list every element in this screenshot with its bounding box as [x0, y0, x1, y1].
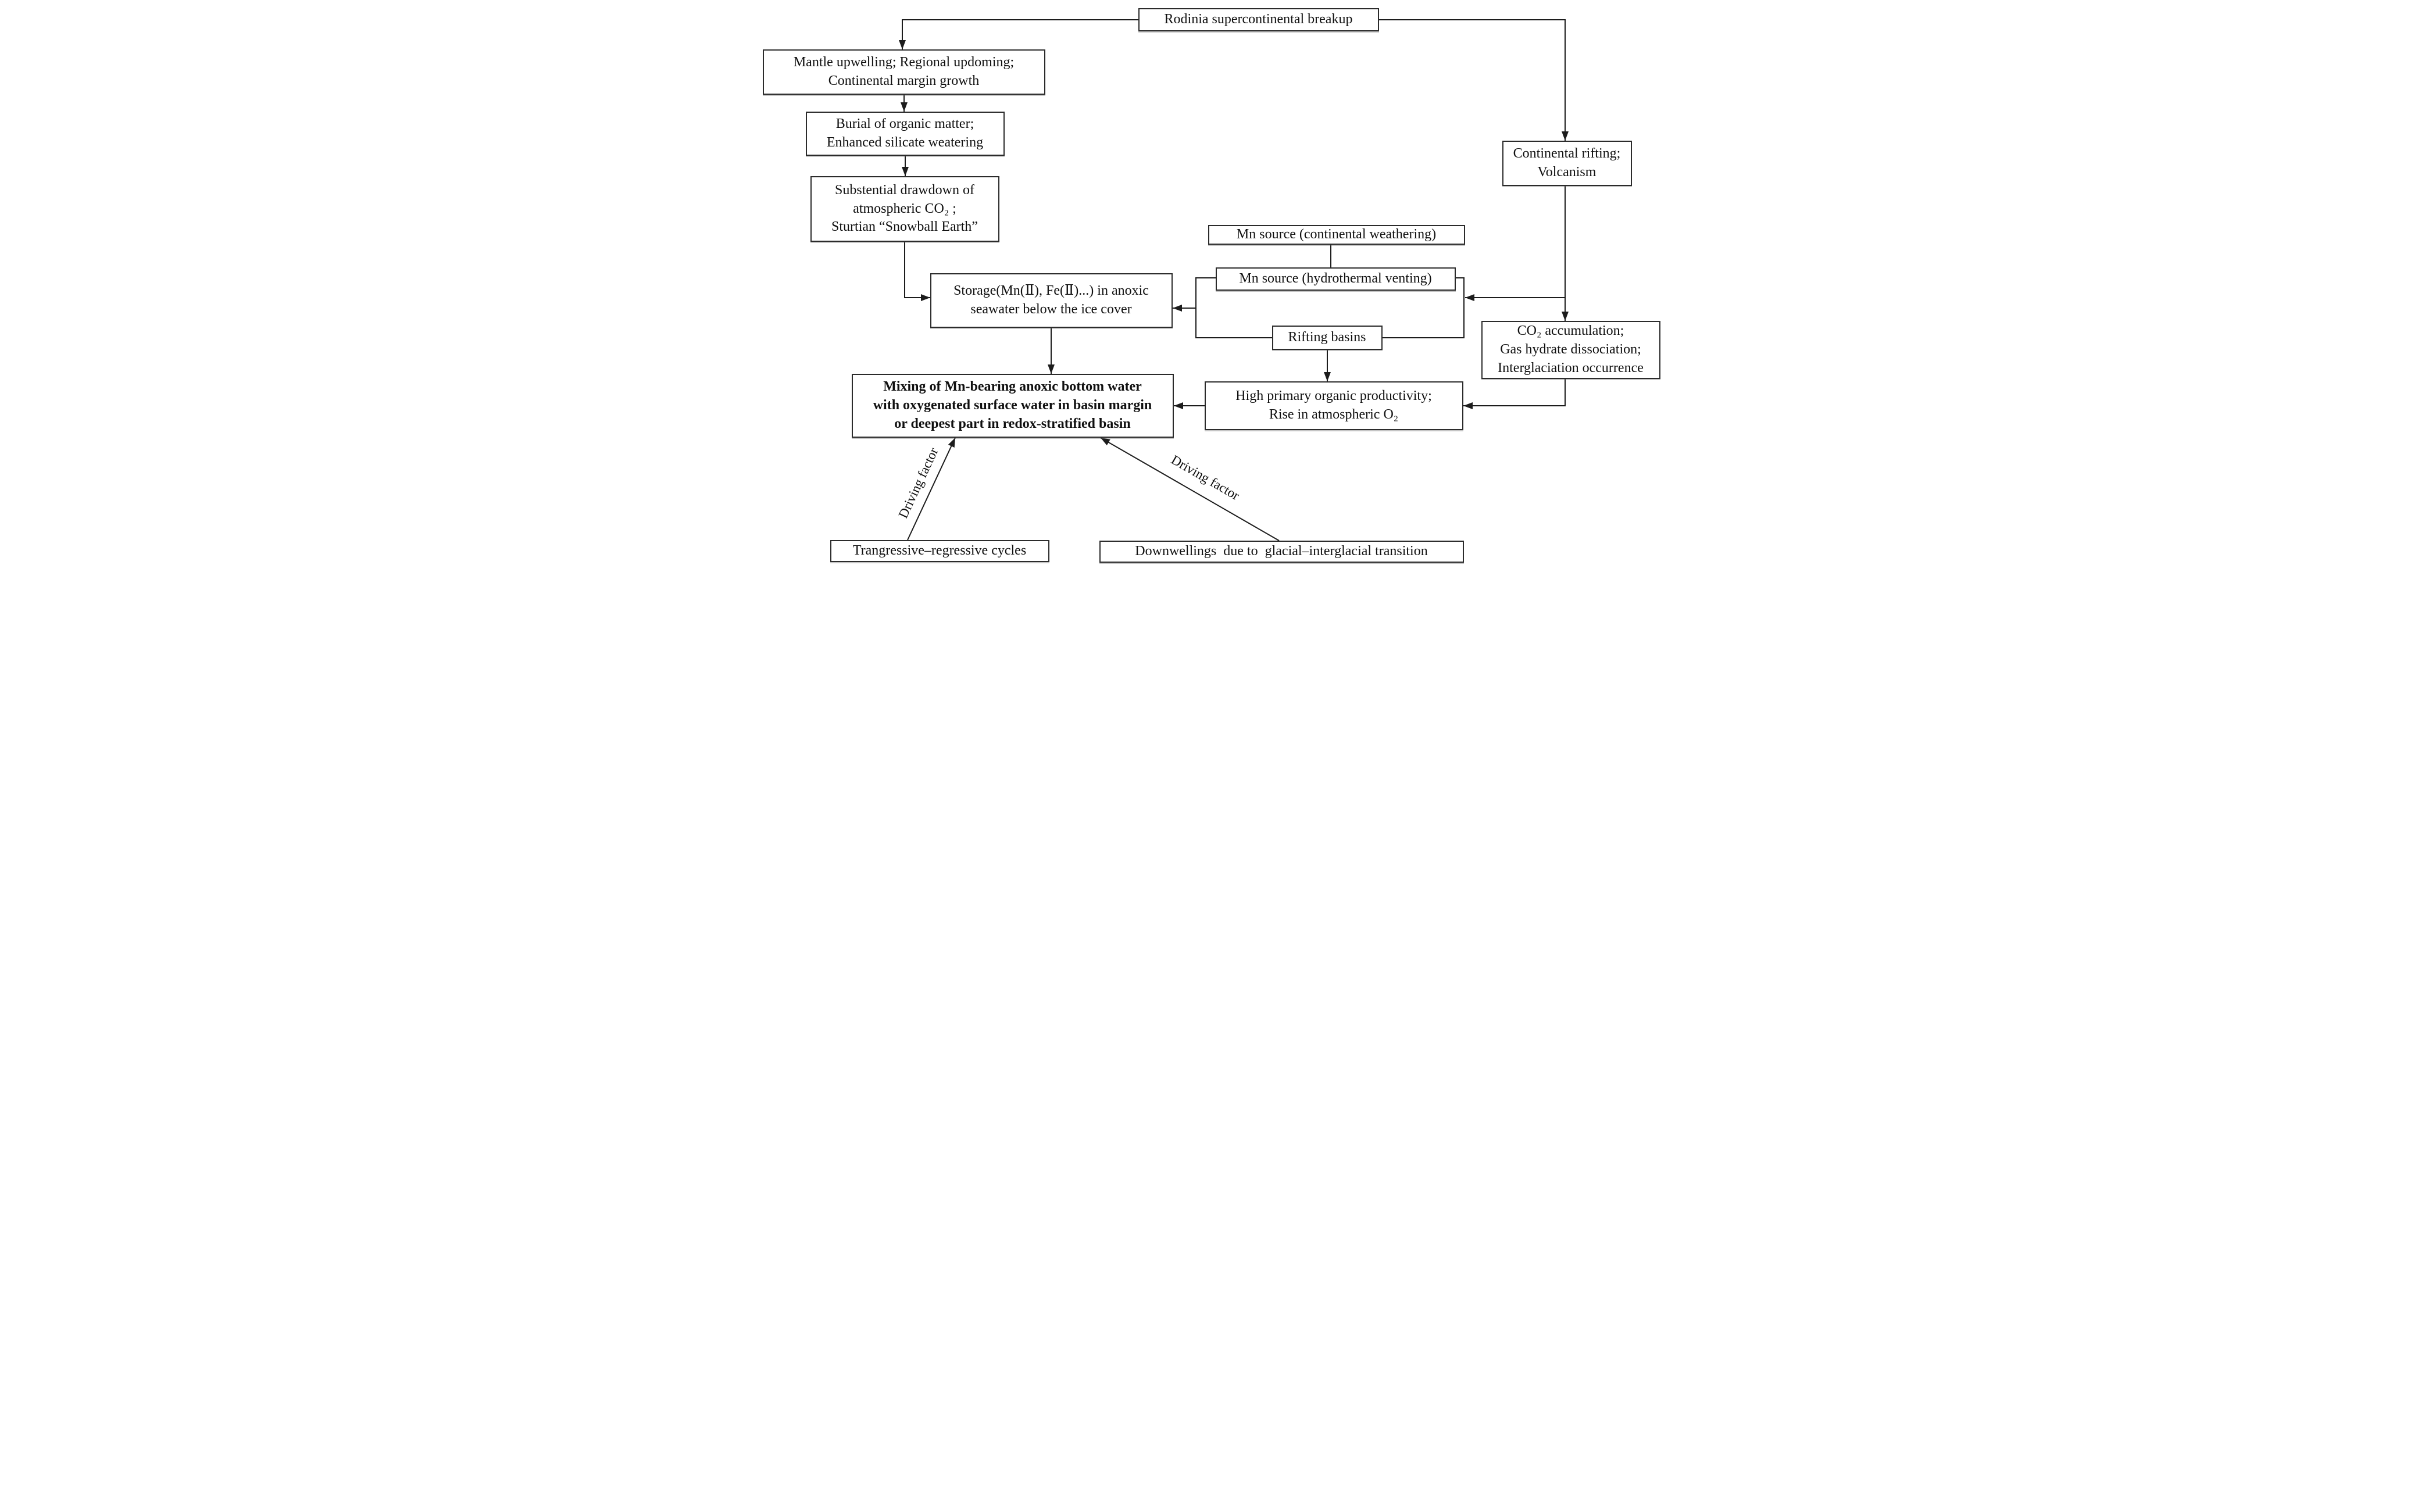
node-label: Sturtian “Snowball Earth” [831, 219, 978, 235]
node-transgressive-regressive-cycles: Trangressive–regressive cycles [830, 540, 1049, 562]
edge-drawdown-to-storage [903, 242, 930, 301]
node-label: Mn source (hydrothermal venting) [1239, 271, 1432, 287]
node-label: Substential drawdown of [835, 182, 974, 198]
node-label: atmospheric CO₂ ; [853, 201, 956, 216]
node-label: Volcanism [1537, 165, 1596, 180]
node-label: with oxygenated surface water in basin m… [873, 398, 1152, 413]
node-label: Burial of organic matter; [835, 116, 974, 132]
node-label: High primary organic productivity; [1235, 388, 1432, 404]
node-continental-rifting-volcanism: Continental rifting; Volcanism [1502, 141, 1632, 186]
node-high-primary-productivity: High primary organic productivity; Rise … [1204, 381, 1463, 430]
node-mixing-anoxic-bottom-water: Mixing of Mn-bearing anoxic bottom water… [851, 374, 1174, 438]
node-label: Continental rifting; [1513, 146, 1621, 162]
node-label: seawater below the ice cover [970, 302, 1132, 317]
node-label: Trangressive–regressive cycles [852, 543, 1027, 559]
node-downwellings-glacial-transition: Downwellings due to glacial–interglacial… [1099, 541, 1464, 563]
edge-co2-to-productivity [1463, 379, 1566, 409]
node-rifting-basins: Rifting basins [1271, 326, 1383, 350]
edge-venting-to-rifting-right [1382, 277, 1465, 338]
node-co2-drawdown-snowball: Substential drawdown of atmospheric CO₂ … [810, 176, 999, 242]
node-burial-organic-matter: Burial of organic matter; Enhanced silic… [805, 112, 1005, 156]
node-storage-anoxic-seawater: Storage(Mn(Ⅱ), Fe(Ⅱ)...) in anoxic seawa… [930, 273, 1173, 328]
node-mn-source-hydrothermal-venting: Mn source (hydrothermal venting) [1215, 267, 1456, 291]
node-label: Rodinia supercontinental breakup [1164, 12, 1353, 27]
node-label: Mn source (continental weathering) [1236, 227, 1437, 242]
node-label: CO₂ accumulation; [1517, 323, 1624, 339]
node-label: Rise in atmospheric O₂ [1269, 407, 1399, 422]
node-rodinia-breakup: Rodinia supercontinental breakup [1138, 8, 1379, 31]
node-label: Interglaciation occurrence [1498, 360, 1644, 376]
edge-cycles-to-mixing [906, 437, 956, 541]
node-label: Downwellings due to glacial–interglacial… [1135, 544, 1428, 559]
node-label: or deepest part in redox-stratified basi… [894, 416, 1131, 431]
node-co2-accumulation: CO₂ accumulation; Gas hydrate dissociati… [1481, 321, 1660, 379]
node-mantle-upwelling: Mantle upwelling; Regional updoming; Con… [762, 49, 1045, 95]
node-label: Continental margin growth [828, 73, 980, 88]
node-label: Gas hydrate dissociation; [1500, 342, 1641, 358]
node-label: Storage(Mn(Ⅱ), Fe(Ⅱ)...) in anoxic [953, 283, 1149, 299]
node-label: Mixing of Mn-bearing anoxic bottom water [883, 379, 1142, 395]
node-mn-source-continental-weathering: Mn source (continental weathering) [1208, 225, 1465, 245]
node-label: Enhanced silicate weatering [826, 135, 984, 150]
connector-layer [898, 19, 1569, 541]
edge-downwellings-to-mixing [1100, 437, 1279, 541]
edge-rodinia-to-mantle [898, 19, 1138, 49]
edge-rodinia-to-continental-rifting [1378, 19, 1569, 141]
flowchart-canvas: Rodinia supercontinental breakup Mantle … [755, 0, 1663, 567]
node-label: Mantle upwelling; Regional updoming; [793, 55, 1015, 70]
node-label: Rifting basins [1288, 330, 1366, 345]
